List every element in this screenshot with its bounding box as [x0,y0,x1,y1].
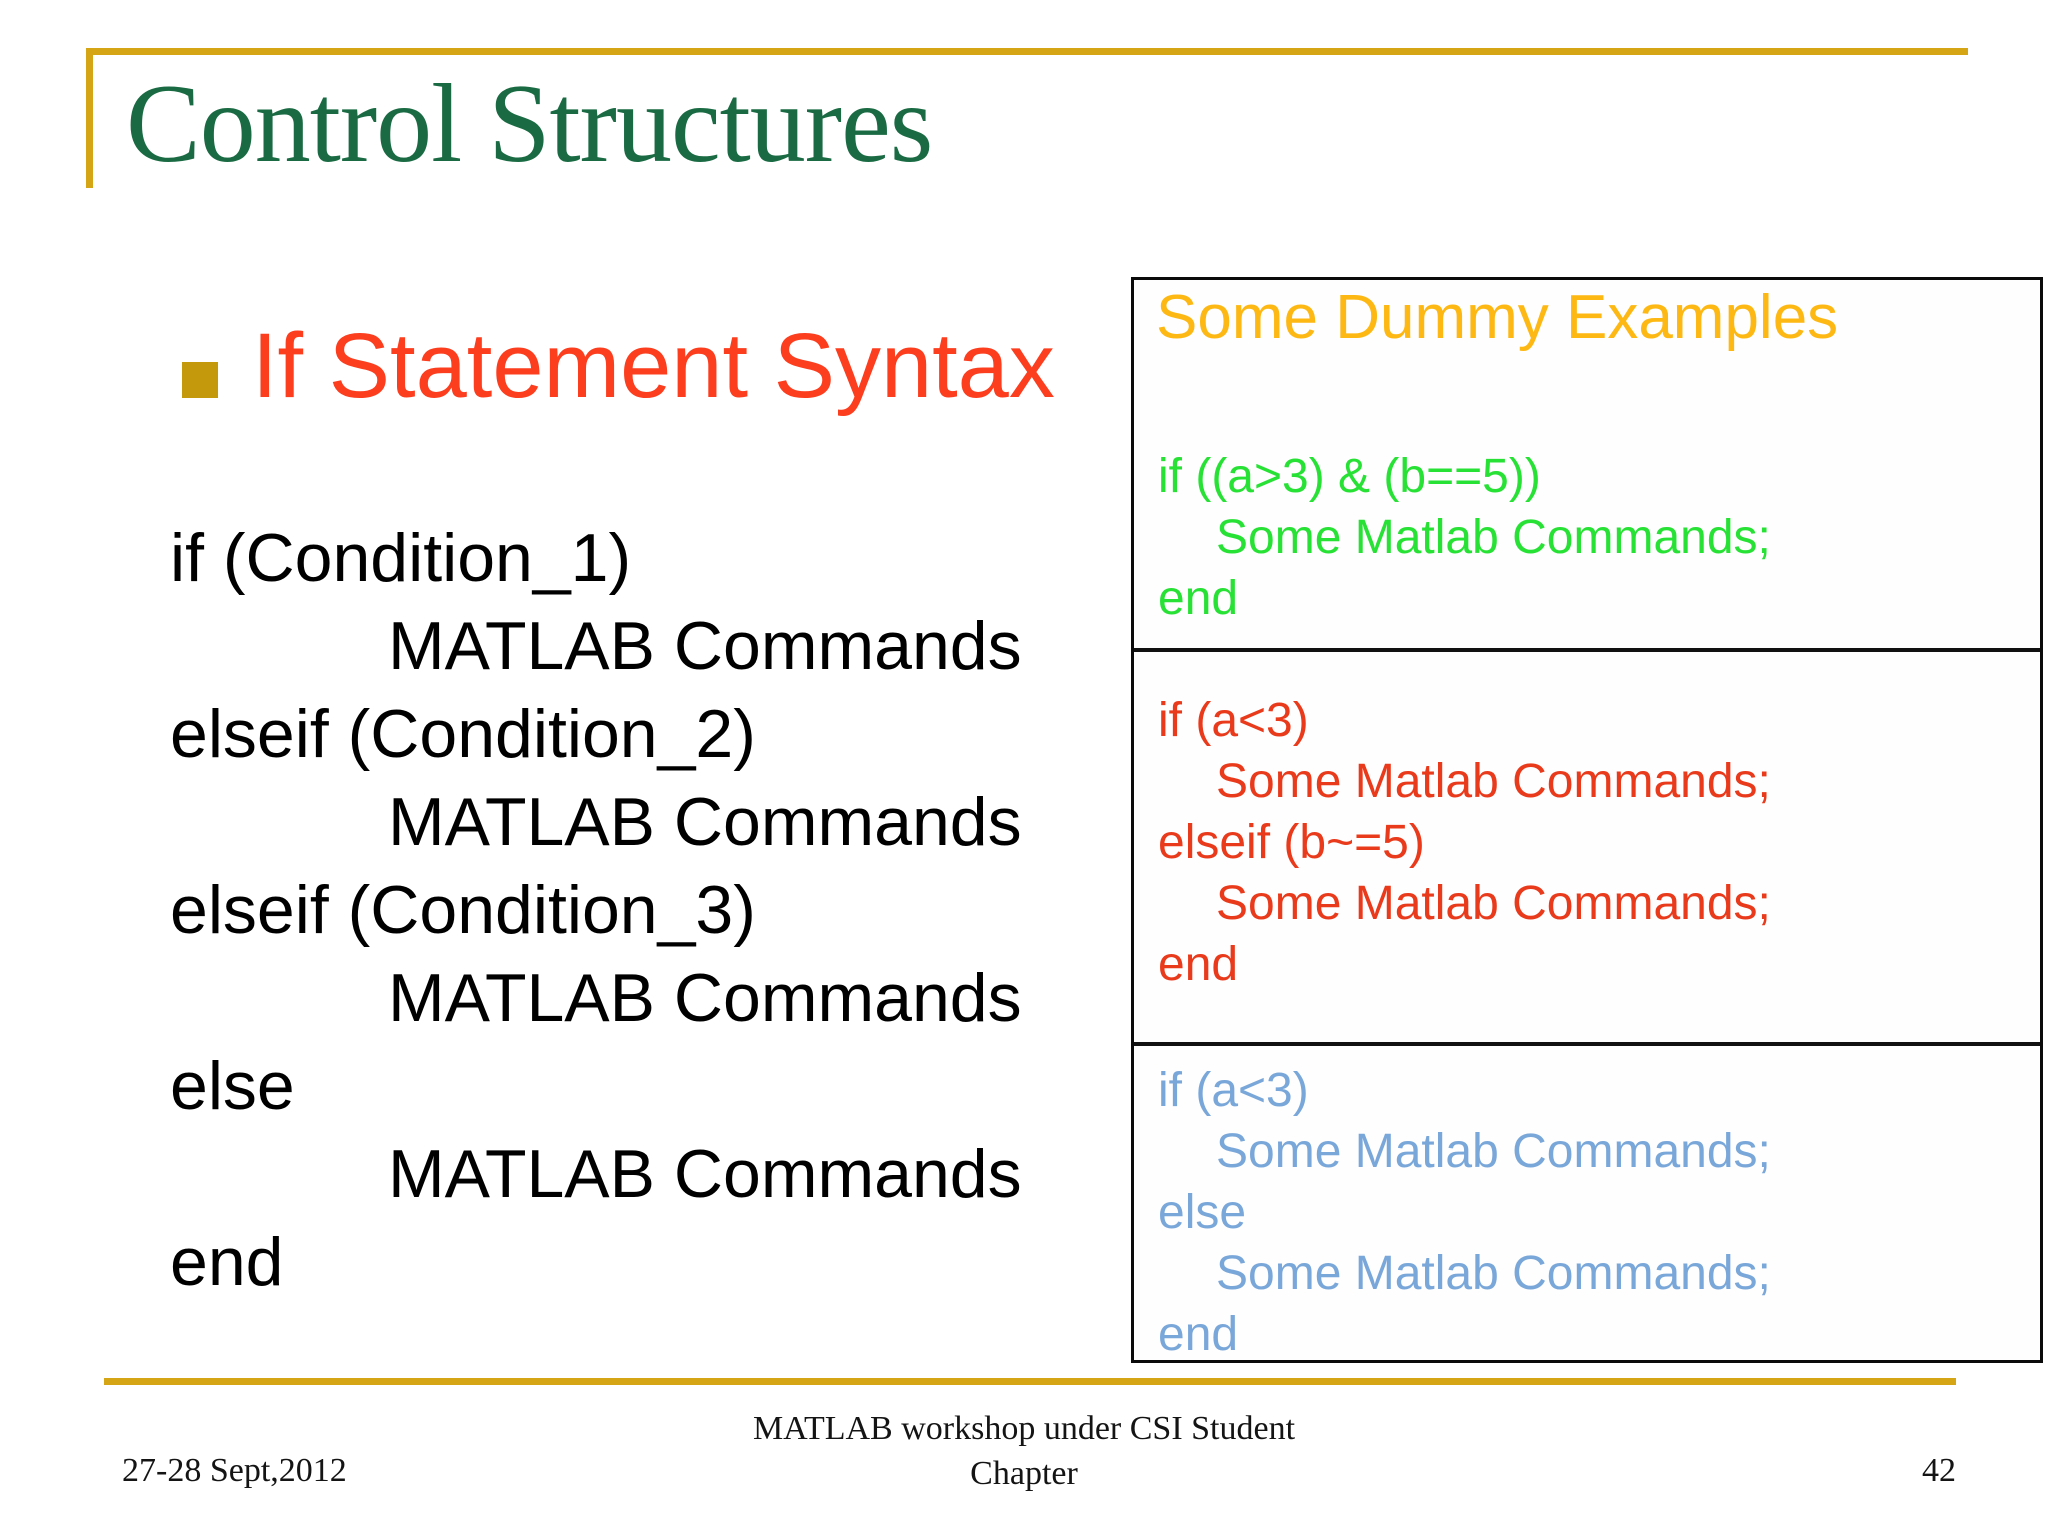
code-line: if (a<3) [1158,1064,1309,1117]
footer-workshop-line1: MATLAB workshop under CSI Student [752,1410,1296,1447]
footer-workshop-line2: Chapter [970,1455,1078,1492]
code-line: end [1158,938,1239,991]
code-line: MATLAB Commands [388,1136,1022,1212]
left-gold-rule [86,48,93,188]
example-section-if-else: if (a<3) Some Matlab Commands; else Some… [1134,1046,2040,1361]
code-line: if ((a>3) & (b==5)) [1158,450,1541,503]
code-line: Some Matlab Commands; [1216,877,1771,930]
code-line: end [170,1224,284,1300]
if-syntax-code-block: if (Condition_1) MATLAB Commands elseif … [170,514,1022,1306]
code-line: if (Condition_1) [170,520,632,596]
section-heading: If Statement Syntax [252,315,1055,417]
example-code-green: if ((a>3) & (b==5)) Some Matlab Commands… [1158,446,1771,629]
footer-date: 27-28 Sept,2012 [122,1452,347,1489]
code-line: else [170,1048,295,1124]
code-line: elseif (b~=5) [1158,816,1425,869]
code-line: Some Matlab Commands; [1216,1247,1771,1300]
code-line: end [1158,1308,1239,1361]
code-line: else [1158,1186,1247,1239]
example-section-if-and: Some Dummy Examples if ((a>3) & (b==5)) … [1134,280,2040,652]
code-line: MATLAB Commands [388,960,1022,1036]
example-section-if-elseif: if (a<3) Some Matlab Commands; elseif (b… [1134,652,2040,1046]
examples-box-title: Some Dummy Examples [1156,283,1839,352]
code-line: elseif (Condition_2) [170,696,756,772]
footer-center-text: MATLAB workshop under CSI Student Chapte… [0,1406,2048,1496]
footer-page-number: 42 [1922,1452,1956,1489]
bullet-square-icon [182,362,218,398]
code-line: elseif (Condition_3) [170,872,756,948]
code-line: MATLAB Commands [388,784,1022,860]
bottom-gold-rule [104,1378,1956,1385]
code-line: Some Matlab Commands; [1216,755,1771,808]
slide-title: Control Structures [126,62,933,186]
example-code-blue: if (a<3) Some Matlab Commands; else Some… [1158,1060,1771,1365]
code-line: MATLAB Commands [388,608,1022,684]
code-line: Some Matlab Commands; [1216,1125,1771,1178]
code-line: end [1158,572,1239,625]
examples-box: Some Dummy Examples if ((a>3) & (b==5)) … [1131,277,2043,1363]
example-code-red: if (a<3) Some Matlab Commands; elseif (b… [1158,690,1771,995]
code-line: if (a<3) [1158,694,1309,747]
top-gold-rule [86,48,1968,55]
code-line: Some Matlab Commands; [1216,511,1771,564]
